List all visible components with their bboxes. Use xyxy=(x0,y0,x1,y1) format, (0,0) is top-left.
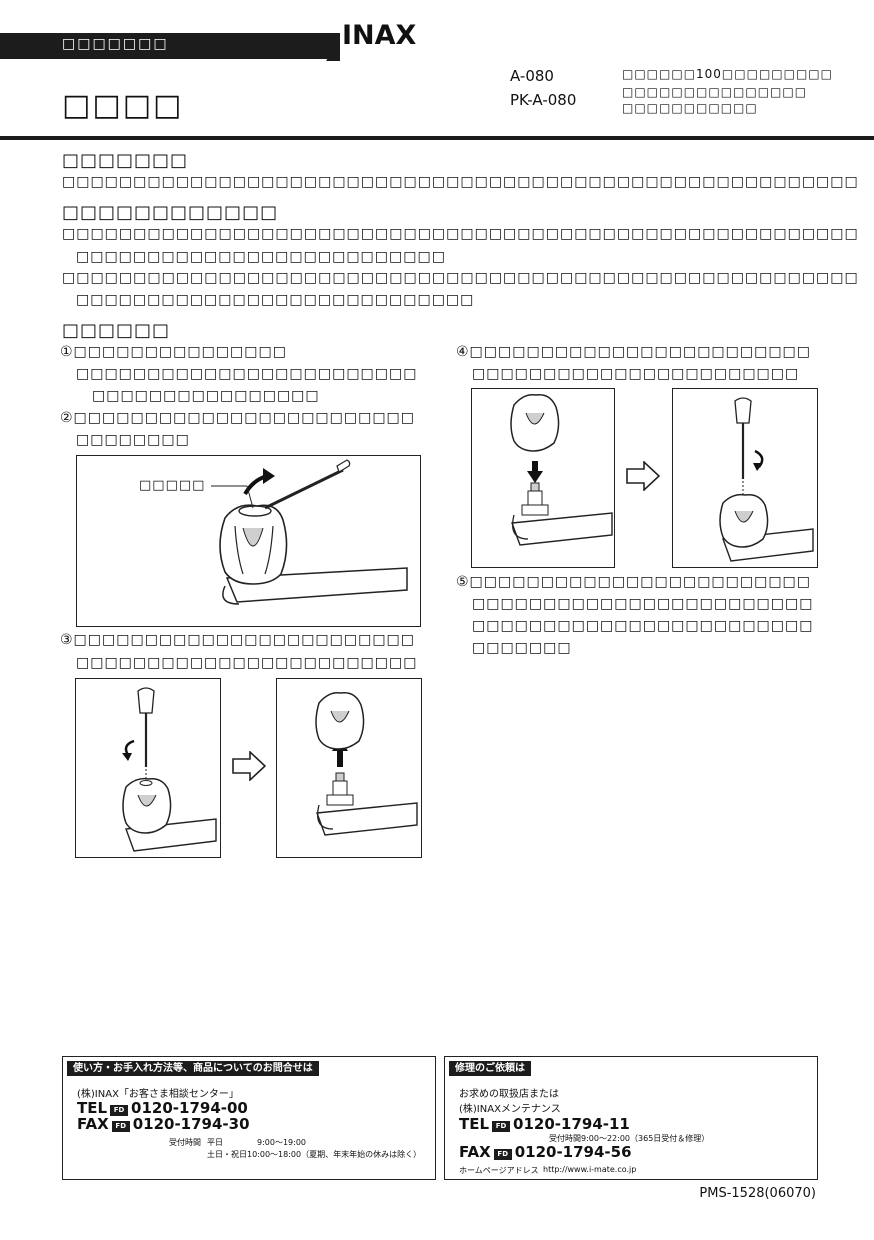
model-number: PK-A-080 xyxy=(510,91,577,109)
cap-callout-label: □□□□□ xyxy=(139,478,206,493)
header-note: □□□□□□100□□□□□□□□□ xyxy=(622,67,833,81)
header-note: □□□□□□□□□□□□□□□ xyxy=(622,85,808,99)
step-5-text: □□□□□□□□□□□□□□□□□□□□□□□□ xyxy=(472,618,814,634)
fax-number[interactable]: 0120-1794-56 xyxy=(514,1143,632,1161)
customer-center-box: 使い方・お手入れ方法等、商品についてのお問合せは (株)INAX「お客さま相談セ… xyxy=(62,1056,436,1180)
fax-number[interactable]: 0120-1794-30 xyxy=(132,1115,250,1133)
hours-label: 受付時間 xyxy=(169,1138,201,1147)
header-rule xyxy=(0,136,874,140)
figure-tighten-screw xyxy=(672,388,818,568)
document-title: □□□□ xyxy=(62,88,184,123)
step-1-text: ①□□□□□□□□□□□□□□□ xyxy=(60,344,287,360)
weekend-hours: 土日・祝日10:00〜18:00（夏期、年末年始の休みは除く） xyxy=(207,1150,422,1159)
weekday-hours: 9:00〜19:00 xyxy=(257,1138,307,1147)
step-4-text: ④□□□□□□□□□□□□□□□□□□□□□□□□ xyxy=(456,344,812,360)
step-5-text: ⑤□□□□□□□□□□□□□□□□□□□□□□□□ xyxy=(456,574,812,590)
next-step-arrow-icon xyxy=(232,751,266,781)
fax-label: FAX xyxy=(77,1115,109,1133)
maintenance-name: (株)INAXメンテナンス xyxy=(459,1104,561,1115)
freedial-icon: FD xyxy=(110,1105,129,1116)
document-code: PMS-1528(06070) xyxy=(699,1186,816,1201)
step-4-text: □□□□□□□□□□□□□□□□□□□□□□□ xyxy=(472,366,800,382)
header-note: □□□□□□□□□□□ xyxy=(622,101,758,115)
weekday-label: 平日 xyxy=(207,1138,223,1147)
next-step-arrow-icon xyxy=(626,461,660,491)
step-1-text: □□□□□□□□□□□□□□□□□□□□□□□□ xyxy=(76,366,418,382)
tel-label: TEL xyxy=(459,1115,490,1133)
figure-lift-handle xyxy=(276,678,422,858)
header-bar xyxy=(0,33,330,59)
figure-attach-handle xyxy=(471,388,615,568)
freedial-icon: FD xyxy=(493,1149,512,1160)
customer-center-name: (株)INAX「お客さま相談センター」 xyxy=(77,1089,239,1100)
category-label: □□□□□□□ xyxy=(62,36,169,52)
brand-slash-icon xyxy=(326,33,340,61)
step-3-text: □□□□□□□□□□□□□□□□□□□□□□□□ xyxy=(76,655,418,671)
step-1-text: □□□□□□□□□□□□□□□□ xyxy=(92,388,320,404)
maintenance-hours: 受付時間9:00〜22:00（365日受付＆修理） xyxy=(549,1134,710,1143)
figure-unscrew-screw xyxy=(75,678,221,858)
section-heading: □□□□□□□□□□□□ xyxy=(62,202,279,223)
step-3-text: ③□□□□□□□□□□□□□□□□□□□□□□□□ xyxy=(60,632,416,648)
tel-number[interactable]: 0120-1794-00 xyxy=(131,1099,248,1117)
homepage-link[interactable]: http://www.i-mate.co.jp xyxy=(543,1165,637,1174)
section-text: □□□□□□□□□□□□□□□□□□□□□□□□□□□□□□□□□□□□□□□□… xyxy=(62,270,859,286)
model-number: A-080 xyxy=(510,67,554,85)
customer-center-header: 使い方・お手入れ方法等、商品についてのお問合せは xyxy=(67,1061,319,1076)
fax-label: FAX xyxy=(459,1143,491,1161)
step-2-text: ②□□□□□□□□□□□□□□□□□□□□□□□□ xyxy=(60,410,416,426)
section-heading: □□□□□□ xyxy=(62,320,171,341)
tel-label: TEL xyxy=(77,1099,108,1117)
freedial-icon: FD xyxy=(111,1121,130,1132)
maintenance-header: 修理のご依頼は xyxy=(449,1061,531,1076)
figure-remove-cap: □□□□□ xyxy=(76,455,421,627)
section-text: □□□□□□□□□□□□□□□□□□□□□□□□□□□□ xyxy=(76,292,475,308)
section-heading: □□□□□□□ xyxy=(62,150,189,171)
homepage-label: ホームページアドレス xyxy=(459,1166,539,1175)
section-text: □□□□□□□□□□□□□□□□□□□□□□□□□□□□□□□□□□□□□□□□… xyxy=(62,226,859,242)
brand-logo: INAX xyxy=(342,20,417,51)
step-5-text: □□□□□□□ xyxy=(472,640,572,656)
freedial-icon: FD xyxy=(492,1121,511,1132)
maintenance-line: お求めの取扱店または xyxy=(459,1089,559,1100)
section-text: □□□□□□□□□□□□□□□□□□□□□□□□□□□□□□□□□□□□□□□□… xyxy=(62,174,859,190)
section-text: □□□□□□□□□□□□□□□□□□□□□□□□□□ xyxy=(76,249,446,265)
step-2-text: □□□□□□□□ xyxy=(76,432,190,448)
tel-number[interactable]: 0120-1794-11 xyxy=(513,1115,630,1133)
step-5-text: □□□□□□□□□□□□□□□□□□□□□□□□ xyxy=(472,596,814,612)
